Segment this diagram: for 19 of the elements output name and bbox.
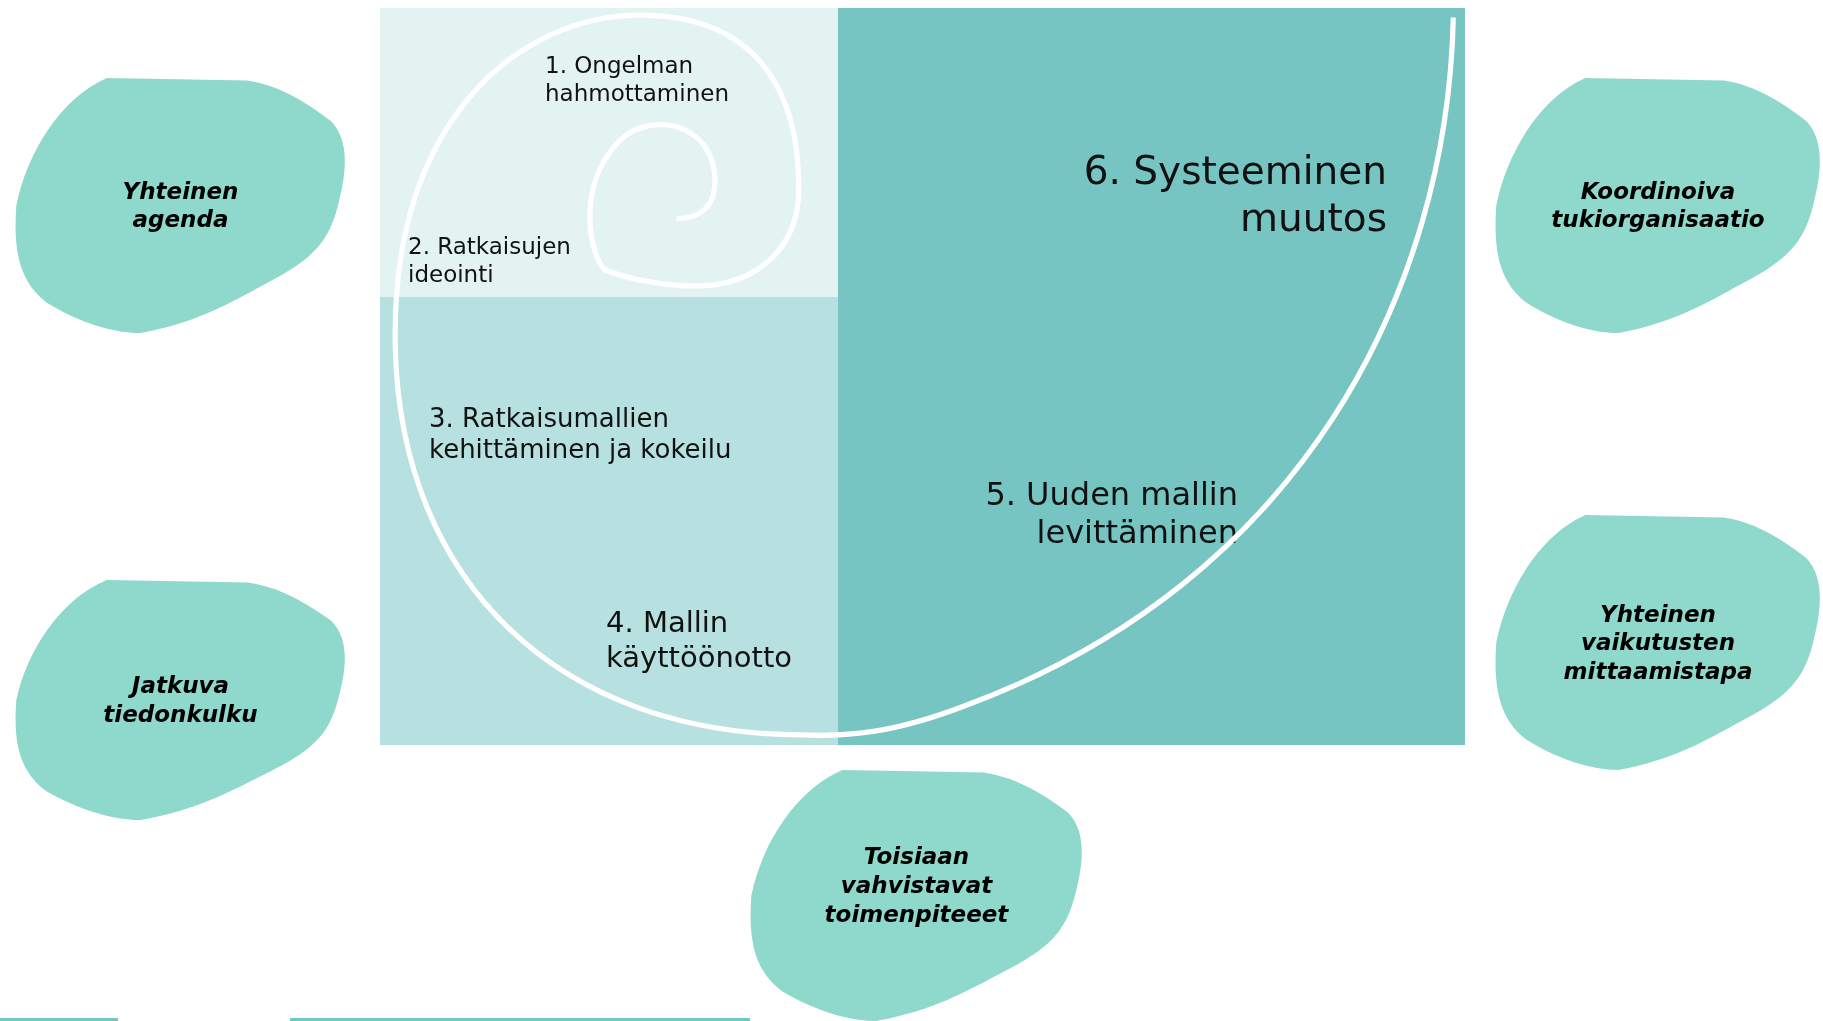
stage-label: 3. Ratkaisumallien kehittäminen ja kokeilu xyxy=(429,403,733,466)
blob-label: Jatkuva tiedonkulku xyxy=(102,671,259,729)
stage-label: 4. Mallin käyttöönotto xyxy=(606,605,794,675)
blob-shape xyxy=(1493,515,1823,770)
stage-label: 5. Uuden mallin levittäminen xyxy=(984,475,1238,552)
stage-label: 1. Ongelman hahmottaminen xyxy=(545,52,730,108)
stage-panel xyxy=(838,8,1465,745)
blob-label: Yhteinen agenda xyxy=(121,176,240,235)
blob-shape xyxy=(13,580,348,820)
stage-panel xyxy=(380,297,838,745)
stage-label: 2. Ratkaisujen ideointi xyxy=(408,233,572,289)
stage-label: 6. Systeeminen muutos xyxy=(1082,148,1387,242)
blob-label: Toisiaan vahvistavat toimenpiteeet xyxy=(823,842,1010,929)
blob-shape xyxy=(748,770,1085,1021)
blob-shape xyxy=(1493,78,1823,333)
blob-label: Koordinoiva tukiorganisaatio xyxy=(1550,176,1766,235)
blob-label: Yhteinen vaikutusten mittaamistapa xyxy=(1562,599,1754,686)
blob-shape xyxy=(13,78,348,333)
stage-panel xyxy=(380,8,838,297)
